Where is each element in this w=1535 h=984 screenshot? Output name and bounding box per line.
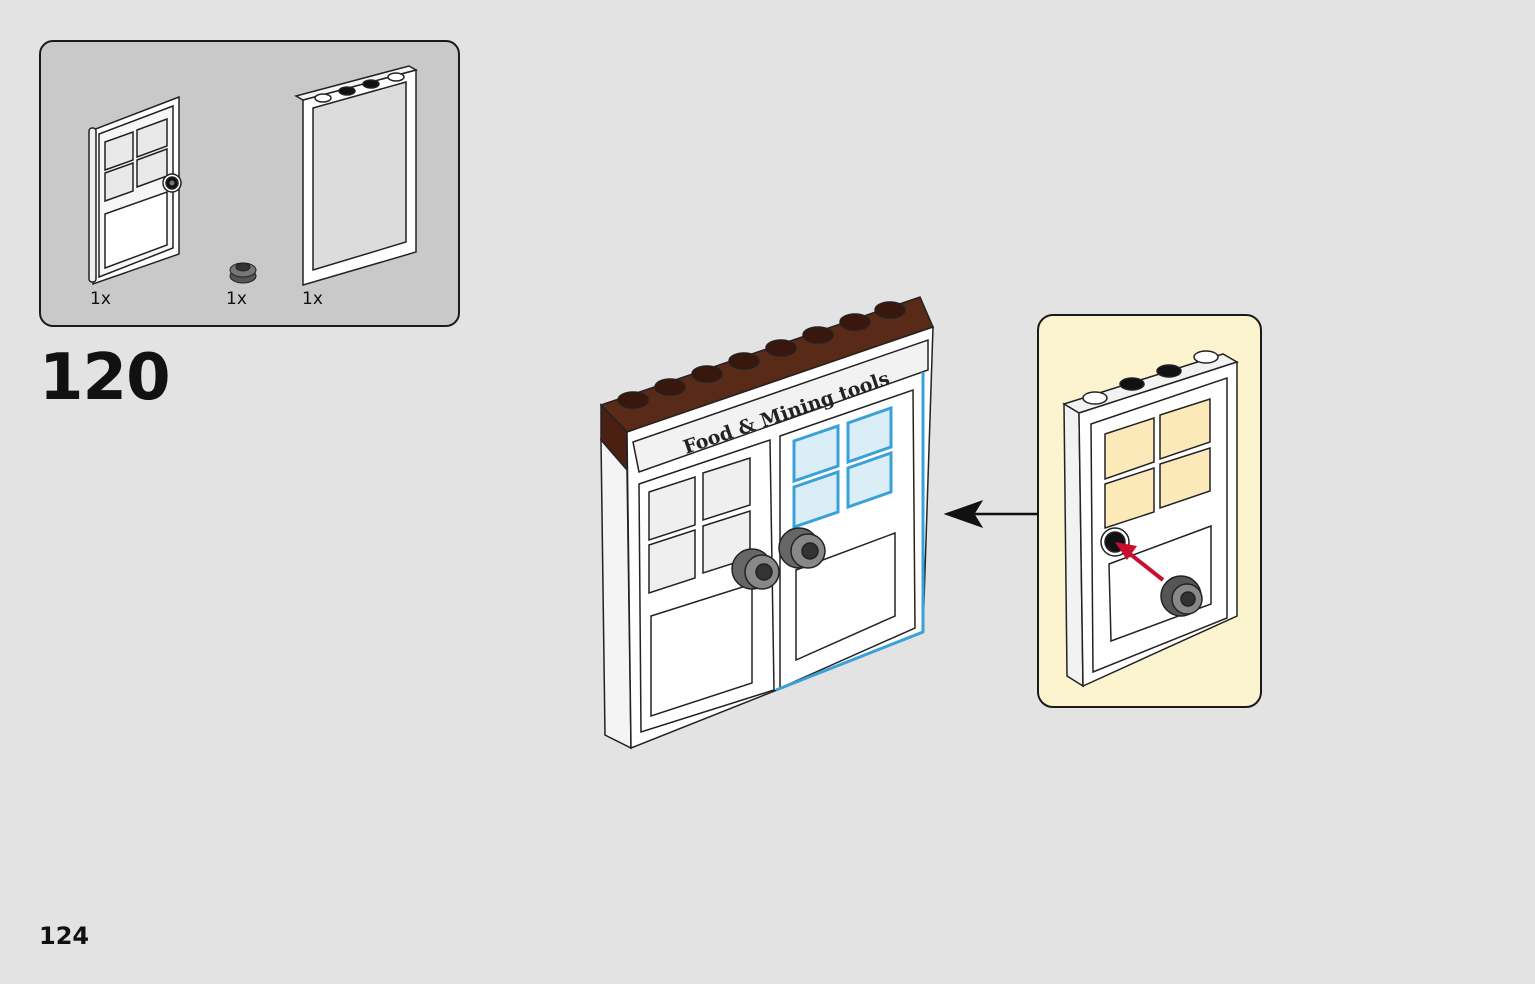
arrow-left — [943, 500, 1037, 528]
brown-brick — [599, 296, 935, 473]
door-frame-quantity: 1x — [302, 289, 323, 309]
door-knobs — [731, 527, 826, 590]
page-number: 124 — [39, 922, 90, 950]
round-plate-part — [229, 262, 257, 284]
callout-detail — [1037, 314, 1262, 708]
parts-list-box: 1x 1x 1x — [39, 40, 460, 327]
door-quantity: 1x — [90, 289, 111, 309]
red-arrow — [1115, 542, 1165, 582]
wall-panel: Food & Mining tools — [600, 325, 934, 750]
door-part — [88, 95, 182, 286]
step-number: 120 — [39, 341, 171, 415]
door-frame-part — [294, 65, 418, 287]
callout-illustration — [1062, 350, 1239, 688]
round-plate-quantity: 1x — [226, 289, 247, 309]
parts-illustration — [88, 65, 418, 287]
